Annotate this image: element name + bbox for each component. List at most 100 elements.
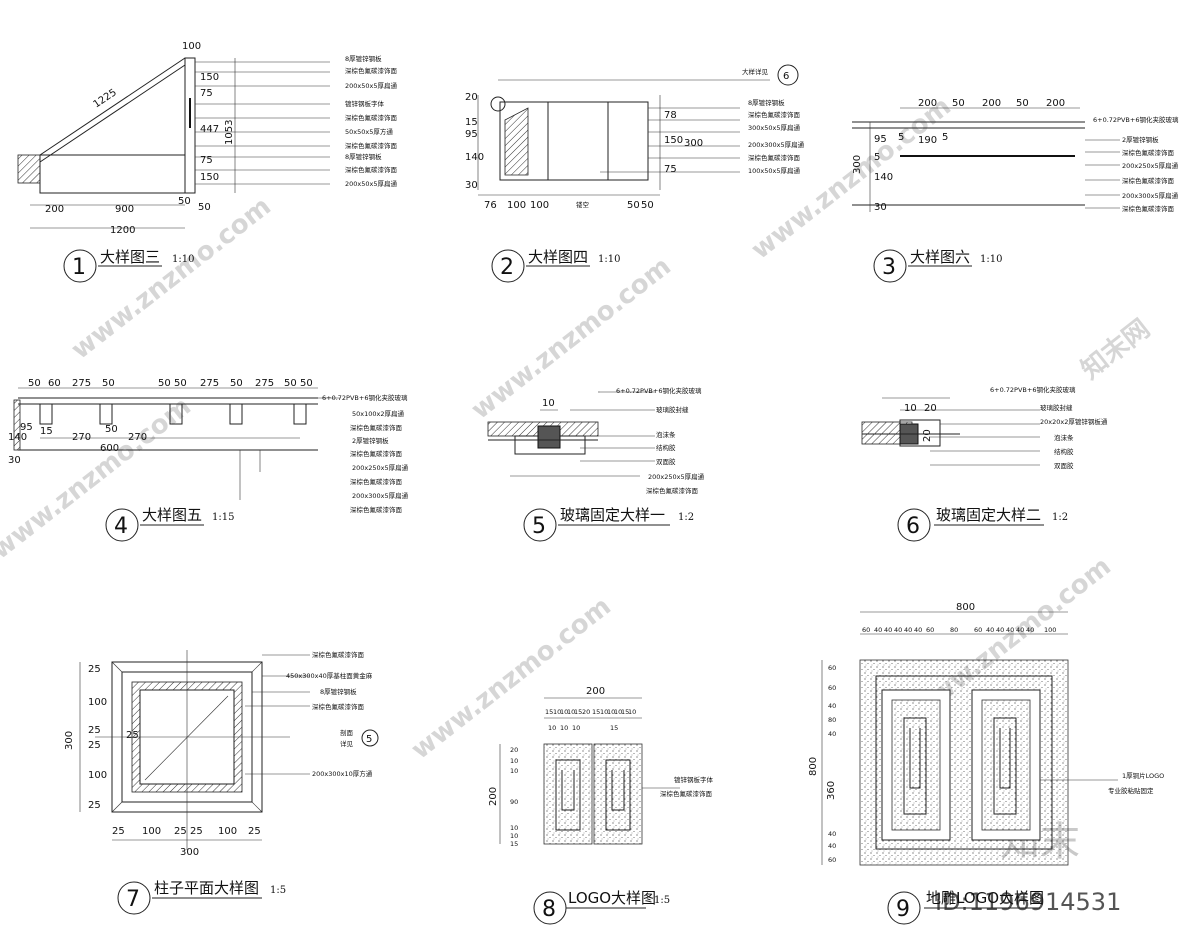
detail-7: 25 100 25 25 100 25 300 25 100 25 25 100… (64, 650, 379, 915)
note: 深棕色氟碳漆饰面 (350, 423, 403, 432)
detail-number: 7 (126, 887, 140, 912)
dim-label: 200 (982, 98, 1001, 109)
note: 1厚铜片LOGO (1122, 771, 1164, 780)
dim-label: 200 (488, 787, 499, 806)
detail-8: 200 15 10 10 10 15 20 15 10 10 10 15 10 … (488, 686, 714, 925)
note: 泡沫条 (1054, 433, 1074, 442)
dim-label: 78 (664, 110, 677, 121)
detail-title: 玻璃固定大样一 (560, 506, 665, 524)
note: 200x300x5厚扁通 (352, 491, 409, 500)
detail-number-circle (63, 249, 97, 283)
dim-label: 15 (40, 426, 53, 437)
note: 玻璃胶封缝 (1040, 403, 1073, 412)
note: 详见 (340, 739, 354, 748)
detail-scale: 1:5 (270, 885, 286, 896)
dim-label: 75 (664, 164, 677, 175)
dim-label: 800 (956, 602, 975, 613)
dim-label: 100 (88, 770, 107, 781)
dim-label: 300 (852, 155, 863, 174)
dim-label: 15 (510, 840, 518, 848)
detail-number-circle (897, 508, 931, 542)
detail-title: 大样图五 (142, 506, 202, 524)
dim-label: 40 (914, 626, 922, 634)
note: 镀锌钢板字体 (345, 99, 385, 108)
dim-label: 90 (510, 798, 518, 806)
detail-title: LOGO大样图 (568, 889, 656, 907)
detail-number-circle (117, 881, 151, 915)
dim-label: 100 (88, 697, 107, 708)
dim-label: 50 (300, 378, 313, 389)
dim-label: 50 (198, 202, 211, 213)
note: 玻璃胶封缝 (656, 405, 689, 414)
note: 深棕色氟碳漆饰面 (345, 165, 398, 174)
detail-scale: 1:2 (1052, 512, 1068, 523)
note: 深棕色氟碳漆饰面 (350, 449, 403, 458)
dim-label: 20 (465, 92, 478, 103)
detail-number: 5 (532, 514, 546, 539)
dim-label: 1200 (110, 225, 135, 236)
dim-label: 150 (200, 172, 219, 183)
dim-label: 200 (586, 686, 605, 697)
dim-label: 76 (484, 200, 497, 211)
detail-title: 玻璃固定大样二 (936, 506, 1041, 524)
note: 深棕色氟碳漆饰面 (345, 113, 398, 122)
dim-label: 360 (826, 781, 837, 800)
dim-label: 40 (1016, 626, 1024, 634)
note: 深棕色氟碳漆饰面 (660, 789, 713, 798)
dim-label: 20 (582, 708, 590, 716)
dim-label: 40 (884, 626, 892, 634)
dim-label: 100 (530, 200, 549, 211)
note: 200x250x5厚扁通 (352, 463, 409, 472)
watermark-text: 知末网 (1076, 314, 1156, 386)
dim-label: 150 (664, 135, 683, 146)
note: 深棕色氟碳漆饰面 (748, 153, 801, 162)
detail-scale: 1:10 (598, 254, 620, 265)
note: 深棕色氟碳漆饰面 (350, 477, 403, 486)
note: 大样详见 (742, 67, 769, 76)
dim-label: 10 (607, 708, 615, 716)
dim-label: 20 (924, 403, 937, 414)
note: 50x100x2厚扁通 (352, 409, 405, 418)
detail-2: 20 15 95 140 30 78 150 300 75 76 100 100… (465, 64, 805, 283)
dim-label: 100 (507, 200, 526, 211)
dim-label: 15 (465, 117, 478, 128)
dim-label: 60 (828, 684, 836, 692)
dim-label: 10 (600, 708, 608, 716)
dim-label: 50 (158, 378, 171, 389)
dim-label: 10 (560, 724, 568, 732)
dim-label: 50 (641, 200, 654, 211)
note: 结构胶 (656, 443, 676, 452)
dim-label: 25 (88, 740, 101, 751)
dim-label: 100 (182, 41, 201, 52)
detail-scale: 1:2 (678, 512, 694, 523)
dim-label: 80 (828, 716, 836, 724)
dim-label: 75 (200, 88, 213, 99)
note: 200x250x5厚扁通 (648, 472, 705, 481)
dim-label: 25 (174, 826, 187, 837)
note: 6+0.72PVB+6钢化夹胶玻璃 (990, 385, 1076, 394)
dim-label: 15 (621, 708, 629, 716)
note: 450x300x40厚基柱面黄金麻 (286, 671, 373, 680)
detail-5: 10 6+0.72PVB+6钢化夹胶玻璃 玻璃胶封缝 泡沫条 结构胶 双面胶 2… (487, 386, 705, 542)
dim-label: 1053 (224, 120, 235, 145)
dim-label: 5 (898, 132, 904, 143)
dim-label: 15 (592, 708, 600, 716)
dim-label: 50 (284, 378, 297, 389)
dim-label: 20 (510, 746, 518, 754)
dim-label: 40 (996, 626, 1004, 634)
dim-label: 10 (510, 757, 518, 765)
dim-label: 60 (974, 626, 982, 634)
dim-label: 50 (627, 200, 640, 211)
dim-label: 447 (200, 124, 219, 135)
note: 200x250x5厚扁通 (1122, 161, 1179, 170)
detail-number-circle (105, 508, 139, 542)
note: 50x50x5厚方通 (345, 127, 393, 136)
dim-label: 95 (874, 134, 887, 145)
note: 深棕色氟碳漆饰面 (1122, 176, 1175, 185)
dim-label: 270 (128, 432, 147, 443)
dim-label: 75 (200, 155, 213, 166)
note: 结构胶 (1054, 447, 1074, 456)
dim-label: 10 (542, 398, 555, 409)
note: 专业胶粘贴固定 (1108, 786, 1154, 795)
